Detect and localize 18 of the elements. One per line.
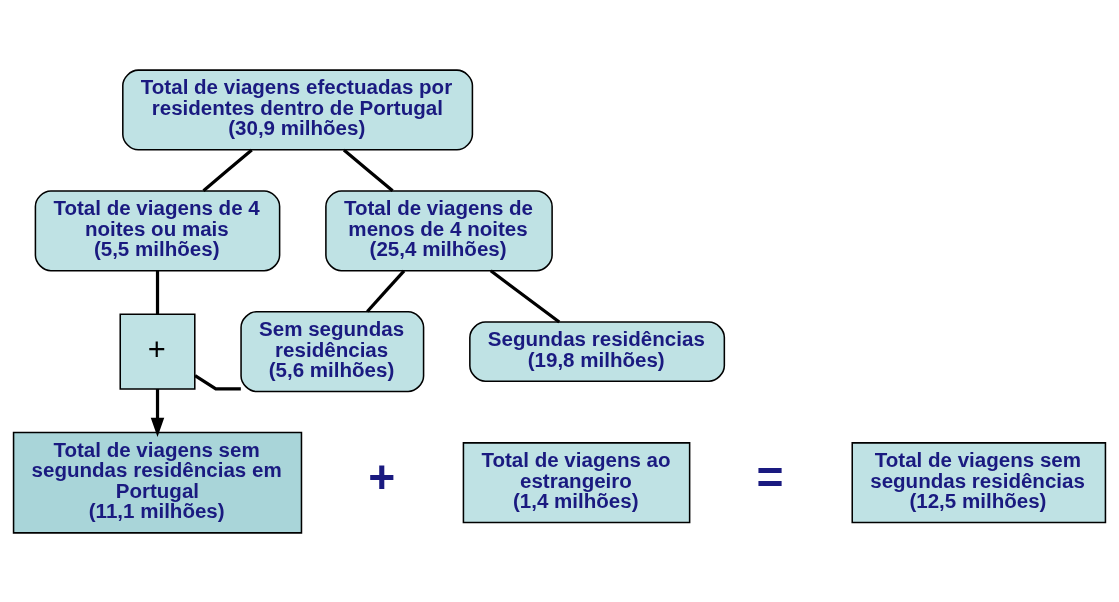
node-box: Total de viagens sem segundas residências em Portugal (11,1 milhões) [12,431,303,534]
node-box: Total de viagens efectuadas por residentes dentro de Portugal (30,9 milhões) [122,68,474,151]
node-box: Total de viagens sem segundas residências (12,5 milhões) [851,441,1107,523]
node-box: Total de viagens ao estrangeiro (1,4 milhões) [462,441,691,523]
node-box: Total de viagens de 4 noites ou mais (5,5 milhões) [34,189,281,271]
node-box: Sem segundas residências (5,6 milhões) [240,310,425,392]
node-box: + [119,313,196,390]
arrow [150,388,165,437]
connector [194,373,241,390]
connector [342,148,394,192]
label: + [368,450,396,503]
node-box: Segundas residências (19,8 milhões) [469,320,726,382]
connector [489,269,561,323]
connector [202,148,253,192]
label: = [756,450,784,503]
node-box: Total de viagens de menos de 4 noites (25,4 milhões) [325,189,553,271]
connector [366,269,406,313]
connector [155,270,160,314]
